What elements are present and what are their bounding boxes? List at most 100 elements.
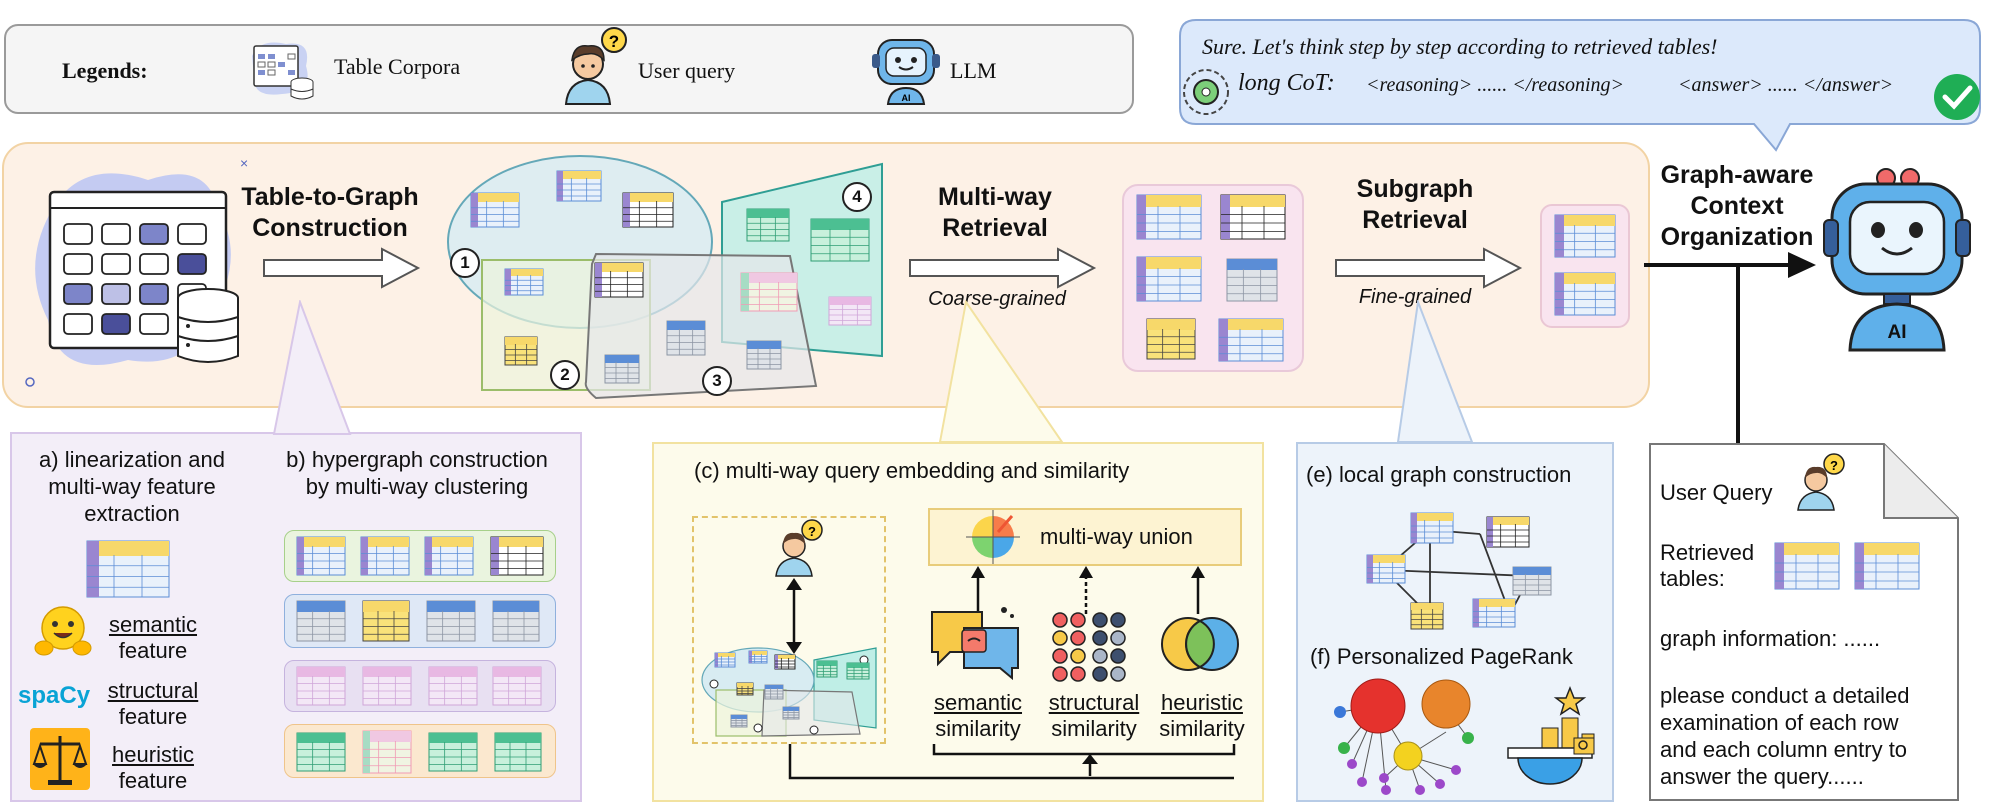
- cluster-number-3: 3: [702, 366, 732, 396]
- table-icon: [594, 262, 644, 298]
- feature-heuristic-suffix: feature: [118, 768, 188, 793]
- table-icon: [1410, 602, 1444, 630]
- panel-a-title-line2: multi-way feature: [48, 474, 216, 499]
- callout-c: [938, 300, 1064, 443]
- feature-structural-name: structural: [107, 678, 199, 703]
- step2-label: Multi-way Retrieval: [920, 182, 1070, 244]
- table-icon: [816, 660, 838, 678]
- table-icon: [1854, 542, 1920, 590]
- panel-b-title: b) hypergraph construction by multi-way …: [262, 446, 572, 500]
- reasoning-gear-icon: [1183, 69, 1229, 115]
- table-icon: [1226, 258, 1278, 302]
- step2-subtitle: Coarse-grained: [928, 288, 1066, 310]
- pagerank-title: (f) Personalized PageRank: [1310, 644, 1573, 669]
- step1-label: Table-to-Graph Construction: [232, 182, 428, 244]
- feature-structural-suffix: feature: [118, 704, 188, 729]
- pagerank-graph: [1334, 678, 1474, 795]
- hugging-face-icon: [34, 606, 92, 656]
- llm-icon: AI: [872, 39, 940, 105]
- query-doc-retrieved-line2: tables:: [1660, 566, 1725, 591]
- table-icon: [746, 340, 782, 370]
- structural-similarity-icon: [1052, 612, 1126, 682]
- table-icon: [296, 600, 346, 642]
- table-icon: [470, 192, 520, 228]
- speech-line1: Sure. Let's think step by step according…: [1202, 34, 1718, 59]
- step4-line1: Graph-aware: [1660, 161, 1814, 189]
- table-icon: [296, 732, 346, 772]
- step1-line1: Table-to-Graph: [241, 183, 419, 211]
- checkmark-icon: [1934, 74, 1980, 120]
- table-icon: [504, 336, 538, 366]
- arrow-step2: [909, 247, 1097, 289]
- table-icon: [492, 666, 542, 706]
- table-icon: [504, 268, 544, 296]
- feature-heuristic: heuristic feature: [98, 742, 208, 794]
- table-icon: [86, 540, 170, 598]
- table-icon: [490, 536, 544, 576]
- table-corpora-icon: [252, 42, 314, 100]
- legend-label-user-query: User query: [638, 58, 736, 83]
- context-arrows: [1644, 252, 1816, 446]
- table-icon: [736, 682, 754, 696]
- sim-heuristic: heuristic similarity: [1142, 690, 1262, 742]
- step3-label: Subgraph Retrieval: [1340, 174, 1490, 236]
- panel-e-title: (e) local graph construction: [1306, 462, 1572, 487]
- table-icon: [1554, 214, 1616, 258]
- panel-a-title: a) linearization and multi-way feature e…: [22, 446, 242, 527]
- ranking-globe-icon: [1507, 685, 1595, 785]
- similarity-join-arrows: [788, 744, 1236, 780]
- table-icon: [1472, 598, 1516, 628]
- svg-text:?: ?: [609, 32, 619, 51]
- table-icon: [748, 650, 768, 664]
- panel-c-title: (c) multi-way query embedding and simila…: [694, 458, 1130, 483]
- query-doc-instruction-line1: please conduct a detailed: [1660, 683, 1910, 708]
- hypergraph-clusters: [447, 155, 883, 400]
- query-arrow-double: [786, 578, 802, 654]
- table-icon: [426, 600, 476, 642]
- table-icon: [1410, 512, 1454, 544]
- cluster-number-2: 2: [550, 360, 580, 390]
- table-icon: [746, 208, 790, 242]
- query-doc-instruction-line4: answer the query......: [1660, 764, 1864, 789]
- table-icon: [1146, 318, 1196, 360]
- table-icon: [622, 192, 674, 228]
- table-icon: [1218, 318, 1284, 362]
- table-icon: [740, 272, 798, 312]
- svg-text:×: ×: [240, 155, 248, 171]
- cot-reasoning: <reasoning> ...... </reasoning>: [1366, 74, 1625, 96]
- table-icon: [1220, 194, 1286, 240]
- legend-title: Legends:: [62, 58, 148, 83]
- step2-line1: Multi-way: [938, 183, 1052, 211]
- step3-line2: Retrieval: [1362, 206, 1468, 234]
- speech-bubble: [1179, 19, 1981, 152]
- callout-e: [1396, 300, 1474, 443]
- query-doc-graph-info: graph information: ......: [1660, 626, 1881, 651]
- step4-line2: Context: [1690, 192, 1784, 220]
- query-document: [1649, 443, 1959, 801]
- arrow-step3: [1335, 247, 1523, 289]
- query-doc-retrieved: Retrieved tables:: [1660, 540, 1754, 592]
- panel-a-title-line3: extraction: [84, 501, 180, 526]
- panel-b-title-line1: b) hypergraph construction: [286, 447, 548, 472]
- table-icon: [362, 666, 412, 706]
- sim-heuristic-name: heuristic: [1161, 690, 1243, 715]
- table-icon: [1136, 256, 1202, 302]
- sim-structural-name: structural: [1048, 690, 1140, 715]
- cot-answer: <answer> ...... </answer>: [1678, 74, 1894, 96]
- spacy-logo: spaCy: [18, 682, 91, 709]
- query-doc-user-icon: ?: [1797, 453, 1845, 511]
- panel-a-title-line1: a) linearization and: [39, 447, 225, 472]
- query-doc-instruction: please conduct a detailed examination of…: [1660, 682, 1910, 790]
- similarity-arrows: [971, 566, 1205, 614]
- table-icon: [362, 600, 410, 642]
- table-icon: [666, 320, 706, 356]
- step2-line2: Retrieval: [942, 214, 1048, 242]
- cot-label: long CoT:: [1238, 70, 1335, 96]
- table-icon: [296, 666, 346, 706]
- semantic-similarity-icon: [931, 607, 1019, 680]
- cluster-number-1: 1: [450, 248, 480, 278]
- union-label: multi-way union: [1040, 524, 1193, 549]
- table-icon: [782, 706, 800, 720]
- step4-line3: Organization: [1660, 223, 1814, 251]
- table-icon: [810, 218, 870, 262]
